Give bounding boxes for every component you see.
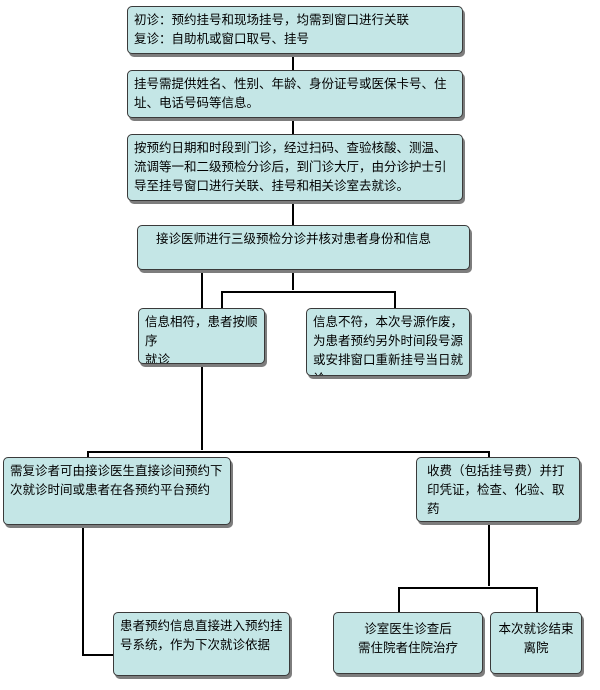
step-booking-to-system: 患者预约信息直接进入预约挂号系统，作为下次就诊依据 (113, 612, 290, 676)
step-first-or-return-visit: 初诊：预约挂号和现场挂号，均需到窗口进行关联 复诊：自助机或窗口取号、挂号 (127, 6, 463, 54)
step-registration-info: 挂号需提供姓名、性别、年龄、身份证号或医保卡号、住址、电话号码等信息。 (127, 70, 463, 118)
step-arrive-and-triage: 按预约日期和时段到门诊，经过扫码、查验核酸、测温、流调等一和二级预检分诊后，到门… (127, 134, 463, 201)
step-payment-and-tests: 收费（包括挂号费）并打印凭证，检查、化验、取药 (416, 457, 580, 522)
step-return-visit-booking: 需复诊者可由接诊医生直接诊间预约下次就诊时间或患者在各预约平台预约 (3, 457, 231, 525)
step-info-mismatch: 信息不符，本次号源作废，为患者预约另外时间段号源或安排窗口重新挂号当日就诊 (306, 308, 470, 376)
step-doctor-verify: 接诊医师进行三级预检分诊并核对患者身份和信息 (137, 225, 470, 270)
step-visit-end: 本次就诊结束 离院 (490, 612, 582, 674)
step-info-match: 信息相符，患者按顺序 就诊 (138, 308, 265, 364)
step-hospitalization: 诊室医生诊查后 需住院者住院治疗 (333, 612, 483, 674)
